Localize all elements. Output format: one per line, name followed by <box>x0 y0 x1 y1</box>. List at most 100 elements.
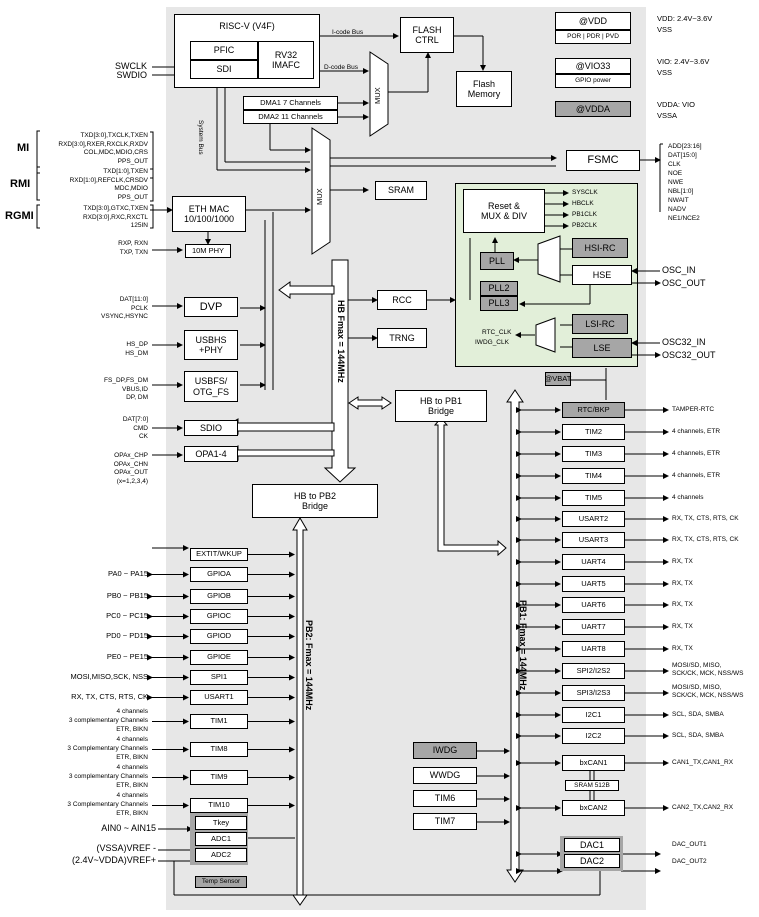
pb1-i2c2: I2C2 <box>562 728 625 744</box>
usbhs-signal-1: HS_DM <box>125 349 148 357</box>
pb2-tim9: TIM9 <box>190 770 248 785</box>
temp-sensor-block: Temp Sensor <box>195 876 247 888</box>
icode-bus-label: I-code Bus <box>332 29 364 36</box>
osc32-out-label: OSC32_OUT <box>662 350 716 360</box>
pb1-sig-14: SCL, SDA, SMBA <box>672 711 724 718</box>
osc-in-label: OSC_IN <box>662 265 696 275</box>
pb1-sig-1: 4 channels, ETR <box>672 428 721 435</box>
fsmc-signal-0: ADD[23:16] <box>668 143 702 150</box>
usbfs-signal-2: DP, DM <box>126 394 148 401</box>
hb-to-pb1-bridge: HB to PB1 Bridge <box>395 390 487 422</box>
pfic-block: PFIC <box>190 41 258 60</box>
rgmi-signal-2: 125IN <box>130 222 148 229</box>
adc2-block: ADC2 <box>195 848 247 862</box>
eth-mac-block: ETH MAC 10/100/1000 <box>172 196 246 232</box>
vss-note: VSS <box>657 25 673 34</box>
sram-block: SRAM <box>375 181 427 200</box>
swdio-label: SWDIO <box>116 70 148 80</box>
rgmi-signal-0: TXD[3:0],GTXC,TXEN <box>83 205 148 212</box>
pb1-sig-2: 4 channels, ETR <box>672 450 721 457</box>
pb2-gpioc: GPIOC <box>190 609 248 624</box>
iwdg-clk-label: IWDG_CLK <box>475 339 509 346</box>
pb1-sig-11: RX, TX <box>672 645 693 652</box>
dac-out2-label: DAC_OUT2 <box>672 858 707 865</box>
pb1-uart7: UART7 <box>562 619 625 635</box>
pb1-tim4: TIM4 <box>562 468 625 484</box>
sysclk-label: SYSCLK <box>572 189 598 196</box>
sdio-signal-1: CMD <box>133 424 148 432</box>
pb1-sig-12: MOSI/SD, MISO, SCK/CK, MCK, NSS/WS <box>672 662 744 677</box>
pb2-extit-wkup: EXTIT/WKUP <box>190 548 248 561</box>
sdio-signal-0: DAT[7:0] <box>122 416 148 423</box>
pb2-bus-label: PB2: Fmax = 144MHz <box>304 620 314 711</box>
pb2-gpiod: GPIOD <box>190 629 248 644</box>
pb2-gpioe: GPIOE <box>190 650 248 665</box>
phy-signal-0: RXP, RXN <box>118 240 148 247</box>
pb1-sig-16: CAN1_TX,CAN1_RX <box>672 759 734 766</box>
fsmc-signal-8: NE1/NCE2 <box>668 215 700 222</box>
fsmc-signal-5: NBL[1:0] <box>668 188 694 195</box>
pb1-tim3: TIM3 <box>562 446 625 462</box>
pb2-pin-5: PE0 ~ PE15 <box>106 652 148 661</box>
mi-signal-1: RXD[3:0],RXER,RXCLK,RXDV <box>58 140 148 148</box>
usbfs-block: USBFS/ OTG_FS <box>184 371 238 402</box>
pb2-pin-11: 4 channels 3 Complementary Channels ETR,… <box>67 792 148 817</box>
rmi-label: RMI <box>10 178 31 190</box>
pb2-pin-6: MOSI,MISO,SCK, NSS <box>70 672 148 681</box>
dac2-block: DAC2 <box>564 854 620 868</box>
fsmc-signal-7: NADV <box>668 206 687 213</box>
sdi-block: SDI <box>190 60 258 79</box>
phy-signal-1: TXP, TXN <box>119 248 148 256</box>
rgmi-signal-1: RXD[3:0],RXC,RXCTL <box>82 213 148 221</box>
flash-memory-label: Flash Memory <box>467 78 501 99</box>
opa-signal-2: OPAx_OUT <box>114 469 148 476</box>
dvp-signal-2: VSYNC,HSYNC <box>101 313 148 320</box>
osc-out-label: OSC_OUT <box>662 278 706 288</box>
vref-plus-label: (2.4V~VDDA)VREF+ <box>71 855 156 865</box>
pb2clk-label: PB2CLK <box>572 222 597 229</box>
rv32-label: RV32 IMAFC <box>272 49 300 70</box>
pb2-pin-8: 4 channels 3 complementary Channels ETR,… <box>68 708 148 733</box>
tim6-block: TIM6 <box>413 790 477 807</box>
usbhs-block: USBHS +PHY <box>184 330 238 360</box>
pb2-gpioa: GPIOA <box>190 567 248 582</box>
adc1-block: ADC1 <box>195 832 247 846</box>
pb1-uart4: UART4 <box>562 554 625 570</box>
vio-block: @VIO33 <box>555 58 631 74</box>
pb2-pin-7: RX, TX, CTS, RTS, CK <box>71 692 148 701</box>
pb2-spi1: SPI1 <box>190 670 248 685</box>
vssa-note: VSSA <box>657 111 678 120</box>
pb1-bridge-label: HB to PB1 Bridge <box>419 395 463 416</box>
pb1-spi2-i2s2: SPI2/I2S2 <box>562 663 625 679</box>
vref-minus-label: (VSSA)VREF - <box>96 843 156 853</box>
flash-memory: Flash Memory <box>456 71 512 107</box>
tkey-block: Tkey <box>195 816 247 830</box>
pb1-sig-9: RX, TX <box>672 601 693 608</box>
pb1-tim5: TIM5 <box>562 490 625 506</box>
pb2-gpiob: GPIOB <box>190 589 248 604</box>
vdd-sub-block: POR | PDR | PVD <box>555 30 631 44</box>
pb2-bridge-label: HB to PB2 Bridge <box>293 490 337 511</box>
pb1-bxcan2: bxCAN2 <box>562 800 625 816</box>
pb1-sig-10: RX, TX <box>672 623 693 630</box>
vio-sub-block: GPIO power <box>555 74 631 88</box>
pb1-sig-17: CAN2_TX,CAN2_RX <box>672 804 734 811</box>
pb2-tim8: TIM8 <box>190 742 248 757</box>
rmi-signal-2: MDC,MDIO <box>114 185 148 192</box>
pb1-uart5: UART5 <box>562 576 625 592</box>
lse-block: LSE <box>572 338 632 358</box>
pb2-pin-3: PC0 ~ PC15 <box>106 611 148 620</box>
vdda-note: VDDA: VIO <box>657 100 695 109</box>
phy-block: 10M PHY <box>185 244 231 258</box>
pb1-spi3-i2s3: SPI3/I2S3 <box>562 685 625 701</box>
pb1-sig-8: RX, TX <box>672 580 693 587</box>
pb1-sig-7: RX, TX <box>672 558 693 565</box>
usbfs-signal-0: FS_DP,FS_DM <box>104 377 148 384</box>
osc32-in-label: OSC32_IN <box>662 337 706 347</box>
